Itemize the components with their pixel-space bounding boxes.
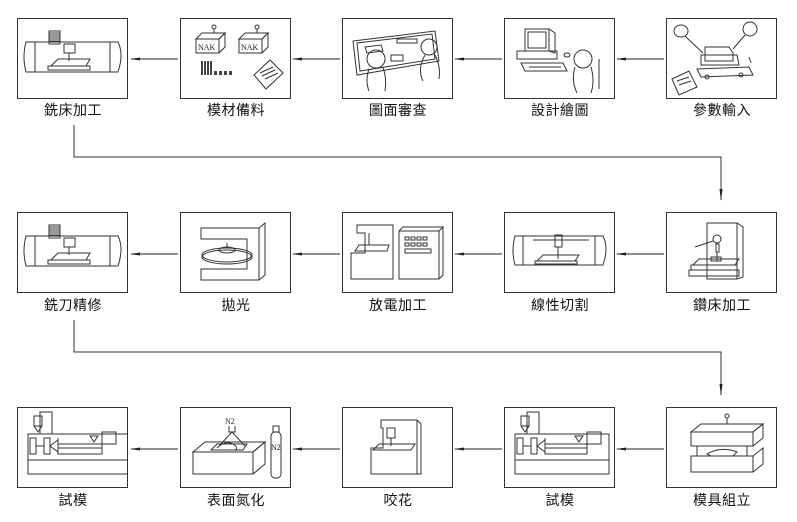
connector-row1-to-row2 (73, 125, 722, 195)
step-label-finish-milling: 銑刀精修 (44, 298, 102, 314)
milling-machine-icon (23, 224, 122, 267)
step-label-parameter-input: 參數輸入 (693, 103, 751, 119)
step-trial-mold-1 (504, 407, 615, 488)
step-label-wire-cutting: 線性切割 (531, 298, 589, 314)
step-mold-assembly (666, 407, 777, 488)
injection-molding-machine-icon (27, 411, 127, 475)
step-finish-milling (17, 212, 128, 293)
step-label-polishing: 拋光 (221, 298, 251, 314)
step-label-trial-mold-2: 試模 (58, 493, 88, 509)
n2-label-nozzle: N2 (225, 417, 235, 426)
step-edm (342, 212, 453, 293)
step-material-prep: NAK NAK (180, 18, 291, 99)
step-nitriding: N2 N2 (180, 407, 291, 488)
step-label-nitriding: 表面氮化 (207, 493, 265, 509)
step-label-mold-assembly: 模具組立 (693, 493, 751, 509)
step-label-texturing: 咬花 (383, 493, 413, 509)
mold-assembly-icon (689, 413, 765, 473)
milling-machine-icon (23, 30, 122, 73)
connector-row2-to-row3 (73, 320, 722, 390)
step-trial-mold-2 (17, 407, 128, 488)
step-label-design-drawing: 設計繪圖 (531, 103, 589, 119)
step-label-material-prep: 模材備料 (207, 103, 265, 119)
step-milling (17, 18, 128, 99)
step-parameter-input (666, 18, 777, 99)
step-label-trial-mold-1: 試模 (545, 493, 575, 509)
step-texturing (342, 407, 453, 488)
nak-material-blocks-icon: NAK NAK (194, 24, 284, 90)
drill-press-icon (688, 222, 744, 280)
mold-base-parameters-icon (671, 21, 758, 96)
texturing-machine-icon (370, 419, 422, 475)
cad-workstation-icon (516, 28, 600, 94)
step-design-drawing (504, 18, 615, 99)
nitriding-n2-icon: N2 N2 (191, 417, 282, 479)
injection-molding-machine-icon (514, 411, 610, 475)
step-label-drawing-review: 圖面審查 (369, 103, 427, 119)
step-drawing-review (342, 18, 453, 99)
step-polishing (180, 212, 291, 293)
polishing-machine-icon (200, 221, 266, 281)
nak-label-1: NAK (198, 43, 216, 52)
step-label-drilling: 鑽床加工 (693, 298, 751, 314)
step-label-edm: 放電加工 (369, 298, 427, 314)
wire-edm-machine-icon (512, 234, 607, 266)
step-wire-cutting (504, 212, 615, 293)
drawing-review-icon (352, 30, 440, 92)
n2-label-cylinder: N2 (271, 443, 281, 452)
step-label-milling: 銑床加工 (44, 103, 102, 119)
nak-label-2: NAK (241, 43, 259, 52)
edm-machine-icon (350, 224, 444, 280)
step-drilling (666, 212, 777, 293)
